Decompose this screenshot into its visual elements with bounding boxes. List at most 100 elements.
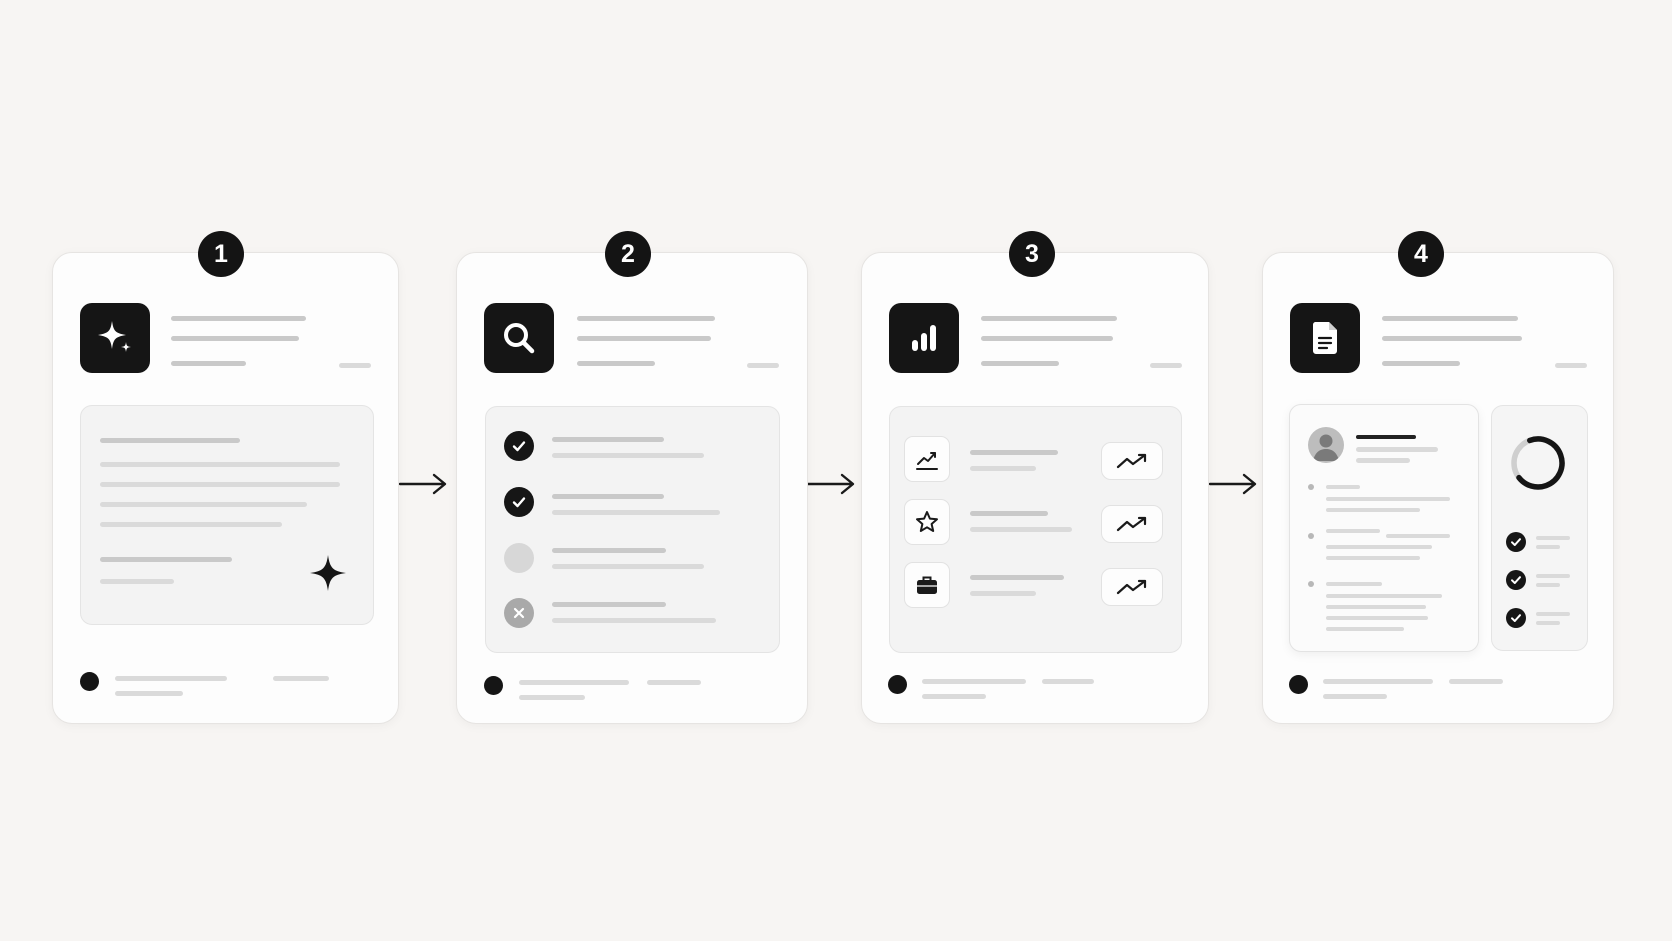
meta-placeholder [981,361,1059,366]
metric-icon-chip [904,436,950,482]
section-line-placeholder [1326,545,1432,549]
footer-placeholder [1449,679,1503,684]
check-icon [504,431,534,461]
check-line-placeholder [1536,536,1570,540]
text-line-placeholder [100,462,340,467]
section-line-placeholder [1386,534,1450,538]
footer-placeholder [1042,679,1094,684]
trend-pill [1101,568,1163,606]
meta-placeholder [171,361,246,366]
section-line-placeholder [1326,556,1420,560]
trending-up-icon [1116,579,1147,595]
empty-circle-icon [504,543,534,573]
section-placeholder [1326,582,1382,586]
text-line-placeholder [100,579,174,584]
text-line-placeholder [100,482,340,487]
subtitle-placeholder [577,336,711,341]
checklist-panel [485,406,780,653]
progress-ring-icon [1511,436,1565,490]
check-icon [1506,570,1526,590]
footer-placeholder [1323,694,1387,699]
section-line-placeholder [1326,594,1442,598]
check-line-placeholder [1536,545,1560,549]
arrow-icon [806,473,855,495]
check-icon [504,487,534,517]
trend-pill [1101,442,1163,480]
subtitle-placeholder [171,336,299,341]
footer-placeholder [115,676,227,681]
status-dot [1289,675,1308,694]
sparkle-icon [98,321,131,352]
avatar [1308,427,1344,463]
step-number-badge: 1 [198,231,244,277]
metric-placeholder [970,575,1064,580]
section-line-placeholder [1326,497,1450,501]
section-line-placeholder [1326,605,1426,609]
list-item-placeholder [552,564,704,569]
metric-placeholder [970,466,1036,471]
list-item-placeholder [552,437,664,442]
step-number-badge: 3 [1009,231,1055,277]
title-placeholder [981,316,1117,321]
status-dot [484,676,503,695]
step-card-1 [52,252,399,724]
footer-placeholder [1323,679,1433,684]
section-line-placeholder [1326,508,1420,512]
arrow-icon [398,473,447,495]
bullet [1308,533,1314,539]
status-dot [80,672,99,691]
text-line-placeholder [100,502,307,507]
name-placeholder [1356,435,1416,439]
trending-up-icon [1116,453,1147,469]
sparkle-icon [310,555,346,591]
text-line-placeholder [100,557,232,562]
subtitle-placeholder [1382,336,1522,341]
section-line-placeholder [1326,627,1404,631]
check-line-placeholder [1536,574,1570,578]
footer-placeholder [519,680,629,685]
metric-placeholder [970,527,1072,532]
metric-placeholder [970,511,1048,516]
text-line-placeholder [100,438,240,443]
icon-tile [889,303,959,373]
list-item-placeholder [552,602,666,607]
title-placeholder [577,316,715,321]
section-placeholder [1326,529,1380,533]
metrics-panel [889,406,1182,653]
check-icon [1506,608,1526,628]
list-item-placeholder [552,618,716,623]
list-item-placeholder [552,548,666,553]
tag-placeholder [339,363,371,368]
content-panel [80,405,374,625]
check-line-placeholder [1536,621,1560,625]
list-item-placeholder [552,494,664,499]
footer-placeholder [519,695,585,700]
subtitle-placeholder [981,336,1113,341]
text-line-placeholder [100,522,282,527]
step-card-3 [861,252,1209,724]
arrow-icon [1208,473,1257,495]
section-line-placeholder [1326,616,1428,620]
footer-placeholder [922,679,1026,684]
icon-tile [1290,303,1360,373]
step-number-badge: 2 [605,231,651,277]
icon-tile [80,303,150,373]
check-line-placeholder [1536,612,1570,616]
footer-placeholder [273,676,329,681]
bullet [1308,581,1314,587]
list-item-placeholder [552,453,704,458]
metric-icon-chip [904,562,950,608]
meta-placeholder [577,361,655,366]
tag-placeholder [1555,363,1587,368]
section-placeholder [1326,485,1360,489]
step-number-badge: 4 [1398,231,1444,277]
metric-placeholder [970,591,1036,596]
tag-placeholder [1150,363,1182,368]
step-card-2 [456,252,808,724]
meta-placeholder [1382,361,1460,366]
title-placeholder [171,316,306,321]
footer-placeholder [115,691,183,696]
title-placeholder [1382,316,1518,321]
trending-up-icon [1116,516,1147,532]
status-dot [888,675,907,694]
